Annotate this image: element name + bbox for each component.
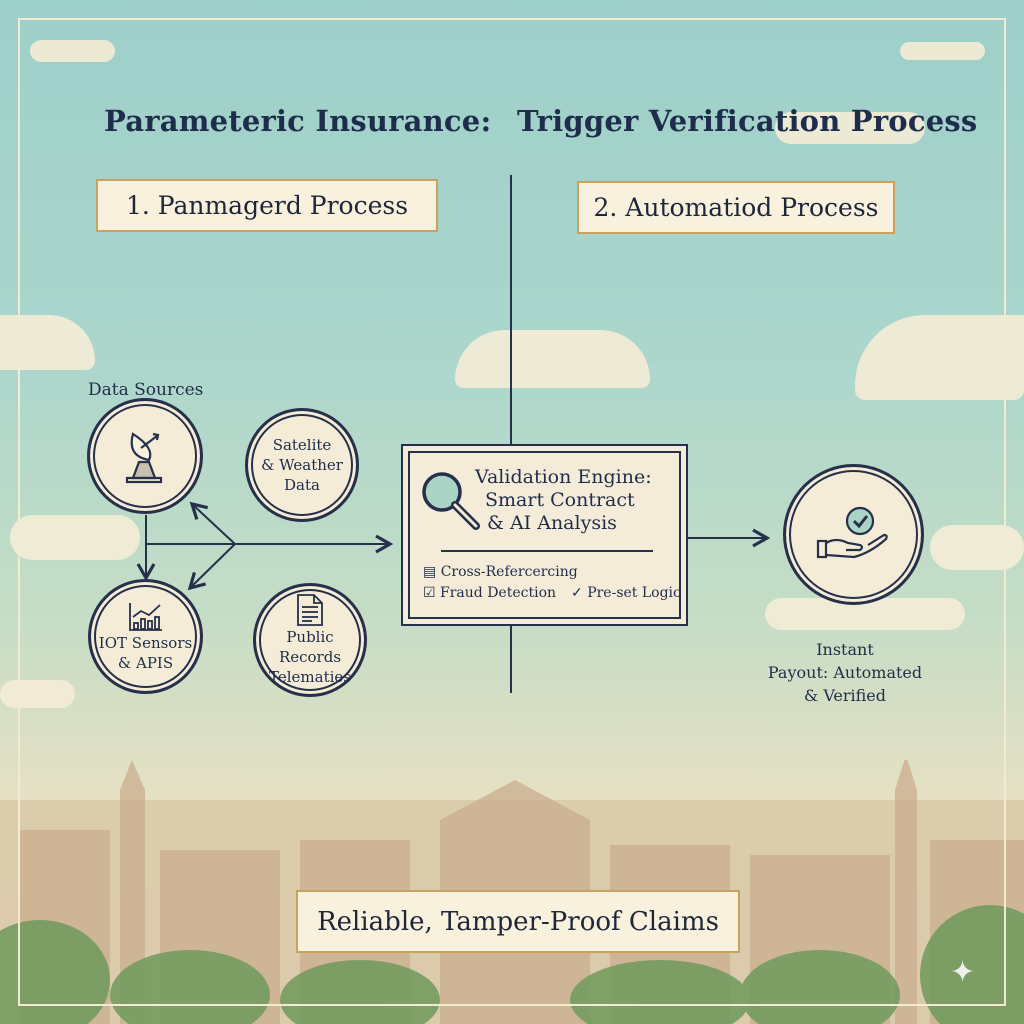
data-source-public-records: Public Records Telematies — [253, 583, 367, 697]
process-box-label: 2. Automatiod Process — [593, 193, 879, 222]
cloud — [775, 112, 925, 144]
process-box-2: 2. Automatiod Process — [577, 181, 895, 234]
payout-text: Payout: Automated — [767, 663, 923, 682]
cloud — [10, 515, 140, 560]
source-text: Public Records — [278, 628, 342, 666]
data-source-satellite-weather: Satelite & Weather Data — [245, 408, 359, 522]
page-frame — [18, 18, 1006, 1006]
check-icon: ✓ — [571, 585, 583, 601]
source-text: Data — [284, 476, 320, 494]
arrow — [187, 543, 236, 591]
payout-circle — [783, 464, 924, 605]
process-box-label: 1. Panmagerd Process — [125, 191, 409, 220]
cloud — [900, 42, 985, 60]
magnifier-icon — [422, 472, 480, 530]
validation-title: Smart Contract — [485, 489, 635, 511]
cloud — [455, 330, 650, 388]
feature-pre-set-logic: Pre-set Logic — [587, 585, 681, 601]
validation-divider — [441, 550, 653, 552]
data-source-iot-sensors: IOT Sensors & APIS — [88, 579, 203, 694]
data-source-satellite-dish — [87, 398, 203, 514]
payout-text: Instant — [816, 640, 874, 659]
fraud-detection-icon: ☑ — [423, 585, 436, 601]
validation-title: & AI Analysis — [487, 512, 617, 534]
validation-engine-box: Validation Engine: Smart Contract & AI A… — [401, 444, 688, 626]
footer-label: Reliable, Tamper-Proof Claims — [317, 906, 719, 937]
arrow — [189, 501, 236, 545]
source-text: Telematies — [269, 668, 351, 686]
sparkle-icon: ✦ — [950, 955, 976, 990]
title-left: Parameteric Insurance: — [104, 104, 492, 138]
payout-text: & Verified — [803, 686, 887, 705]
cloud — [855, 315, 1024, 400]
cloud — [30, 40, 115, 62]
source-text: & APIS — [117, 653, 174, 672]
data-sources-label: Data Sources — [88, 380, 204, 400]
chart-icon — [128, 602, 162, 631]
source-text: & Weather — [261, 456, 343, 474]
process-box-1: 1. Panmagerd Process — [96, 179, 438, 232]
cross-reference-icon: ▤ — [423, 564, 437, 580]
satellite-dish-icon — [125, 432, 163, 484]
validation-title: Validation Engine: — [475, 466, 652, 488]
source-text: Satelite — [272, 436, 332, 454]
feature-cross-referencing: Cross-Refercercing — [440, 564, 578, 580]
title-right: Trigger Verification Process — [517, 104, 978, 138]
feature-fraud-detection: Fraud Detection — [440, 585, 557, 601]
cloud — [930, 525, 1024, 570]
cloud — [0, 680, 75, 708]
hand-check-icon — [816, 506, 888, 558]
document-icon — [297, 594, 323, 626]
footer-box: Reliable, Tamper-Proof Claims — [296, 890, 740, 953]
source-text: IOT Sensors — [98, 633, 193, 652]
